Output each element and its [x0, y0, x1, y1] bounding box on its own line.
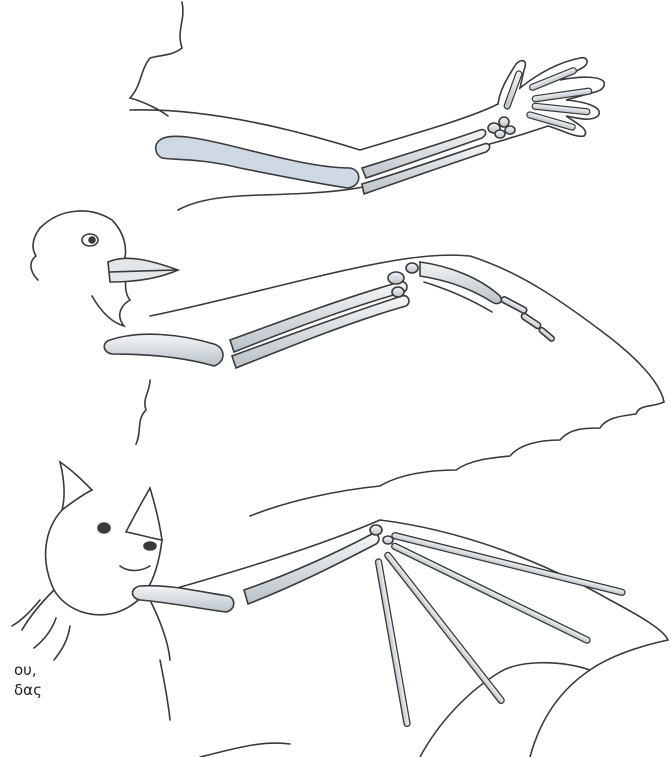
- bat-mouth: [120, 566, 150, 571]
- human-neck-outline: [130, 2, 183, 116]
- bird-wing-outline: [150, 255, 664, 516]
- bat-right-ear: [126, 488, 162, 540]
- bird-wrist-bones: [388, 263, 418, 297]
- bat-finger-bones: [375, 532, 626, 727]
- bird-humerus: [104, 334, 223, 366]
- bird-head-feathers: [31, 228, 40, 280]
- human-finger-bones: [503, 67, 592, 131]
- caption-line-1: ου,: [14, 660, 37, 680]
- bat-humerus: [133, 586, 234, 612]
- bat-left-ear: [60, 462, 92, 510]
- bat-wing: [12, 462, 668, 757]
- caption-line-2: δας: [14, 680, 42, 700]
- bat-eye-icon: [98, 523, 110, 533]
- bat-body-outline: [150, 600, 170, 660]
- bird-digit-bones: [500, 296, 555, 342]
- human-carpals: [488, 117, 515, 138]
- bird-carpometacarpus: [420, 262, 501, 304]
- human-humerus: [156, 136, 359, 188]
- bird-wing-feather-edge: [136, 380, 150, 444]
- bat-nose-icon: [144, 542, 156, 550]
- bat-radius: [244, 534, 379, 604]
- human-arm: [130, 2, 604, 210]
- bird-wing: [31, 211, 664, 516]
- bat-leg-outline: [160, 660, 170, 720]
- bird-ulna: [230, 282, 407, 352]
